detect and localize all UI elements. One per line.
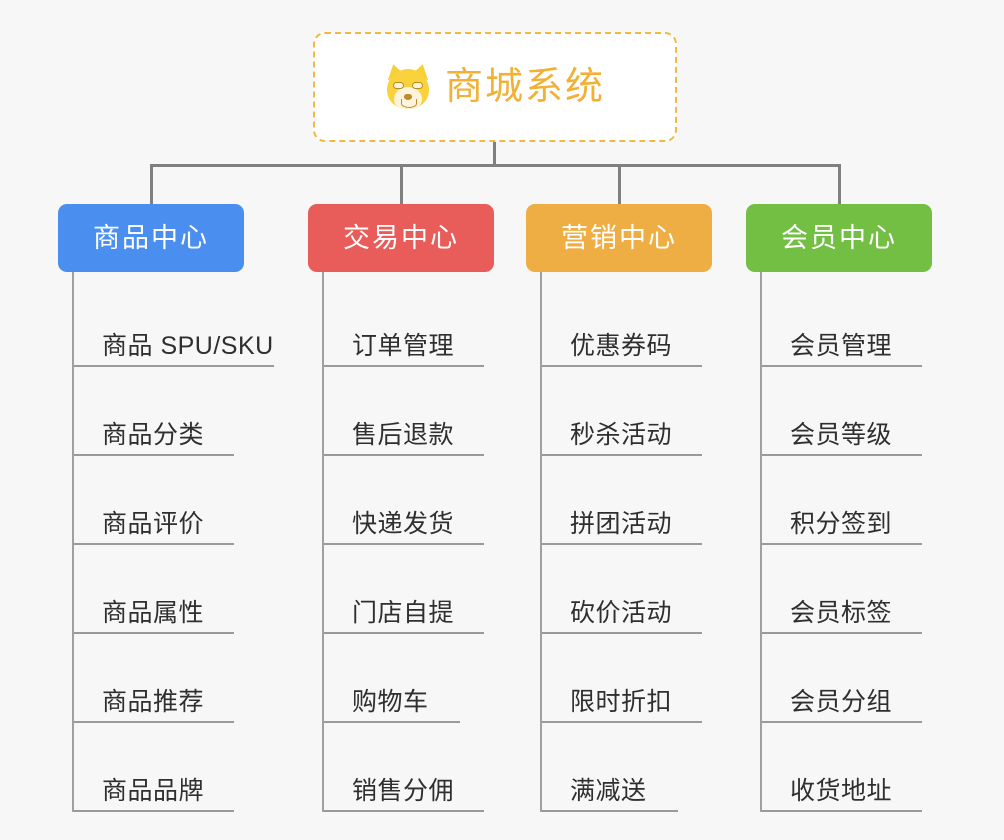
leaf-label: 积分签到 bbox=[790, 510, 893, 539]
leaf-list-0: 商品 SPU/SKU 商品分类 商品评价 商品属性 商品推荐 商品品牌 bbox=[72, 272, 288, 812]
category-title-3: 会员中心 bbox=[781, 222, 897, 253]
list-item[interactable]: 优惠券码 bbox=[542, 278, 702, 367]
leaf-label: 门店自提 bbox=[352, 599, 455, 628]
connector-drop-3 bbox=[838, 164, 841, 204]
connector-drop-1 bbox=[400, 164, 403, 204]
leaf-label: 购物车 bbox=[352, 688, 429, 717]
list-item[interactable]: 商品属性 bbox=[74, 545, 234, 634]
category-card-3[interactable]: 会员中心 bbox=[746, 204, 932, 272]
list-item[interactable]: 商品 SPU/SKU bbox=[74, 278, 274, 367]
shiba-dog-face-icon bbox=[384, 62, 432, 110]
leaf-label: 限时折扣 bbox=[570, 688, 673, 717]
category-card-2[interactable]: 营销中心 bbox=[526, 204, 712, 272]
list-item[interactable]: 积分签到 bbox=[762, 456, 922, 545]
list-item[interactable]: 商品推荐 bbox=[74, 634, 234, 723]
category-title-0: 商品中心 bbox=[93, 222, 209, 253]
category-column-交易中心: 交易中心 订单管理 售后退款 快递发货 门店自提 购物车 bbox=[308, 204, 516, 812]
leaf-label: 商品推荐 bbox=[102, 688, 205, 717]
leaf-list-3: 会员管理 会员等级 积分签到 会员标签 会员分组 收货地址 bbox=[760, 272, 954, 812]
list-item[interactable]: 商品品牌 bbox=[74, 723, 234, 812]
connector-trunk bbox=[493, 142, 496, 166]
category-column-营销中心: 营销中心 优惠券码 秒杀活动 拼团活动 砍价活动 限时折扣 bbox=[526, 204, 734, 812]
category-title-1: 交易中心 bbox=[343, 222, 459, 253]
list-item[interactable]: 限时折扣 bbox=[542, 634, 702, 723]
connector-branch-bar bbox=[150, 164, 841, 167]
list-item[interactable]: 会员管理 bbox=[762, 278, 922, 367]
leaf-label: 拼团活动 bbox=[570, 510, 673, 539]
leaf-label: 会员标签 bbox=[790, 599, 893, 628]
root-title: 商城系统 bbox=[444, 66, 605, 108]
leaf-label: 商品属性 bbox=[102, 599, 205, 628]
leaf-label: 优惠券码 bbox=[570, 332, 673, 361]
category-card-0[interactable]: 商品中心 bbox=[58, 204, 244, 272]
category-column-会员中心: 会员中心 会员管理 会员等级 积分签到 会员标签 会员分组 bbox=[746, 204, 954, 812]
list-item[interactable]: 商品评价 bbox=[74, 456, 234, 545]
list-item[interactable]: 秒杀活动 bbox=[542, 367, 702, 456]
leaf-label: 销售分佣 bbox=[352, 777, 455, 806]
leaf-label: 满减送 bbox=[570, 777, 647, 806]
connector-drop-2 bbox=[618, 164, 621, 204]
list-item[interactable]: 商品分类 bbox=[74, 367, 234, 456]
connector-drop-0 bbox=[150, 164, 153, 204]
category-column-商品中心: 商品中心 商品 SPU/SKU 商品分类 商品评价 商品属性 商品推荐 bbox=[58, 204, 288, 812]
list-item[interactable]: 满减送 bbox=[542, 723, 678, 812]
leaf-label: 商品评价 bbox=[102, 510, 205, 539]
leaf-label: 秒杀活动 bbox=[570, 421, 673, 450]
leaf-label: 快递发货 bbox=[352, 510, 455, 539]
list-item[interactable]: 会员分组 bbox=[762, 634, 922, 723]
list-item[interactable]: 会员标签 bbox=[762, 545, 922, 634]
list-item[interactable]: 拼团活动 bbox=[542, 456, 702, 545]
leaf-list-1: 订单管理 售后退款 快递发货 门店自提 购物车 销售分佣 bbox=[322, 272, 516, 812]
list-item[interactable]: 售后退款 bbox=[324, 367, 484, 456]
list-item[interactable]: 收货地址 bbox=[762, 723, 922, 812]
list-item[interactable]: 门店自提 bbox=[324, 545, 484, 634]
leaf-label: 砍价活动 bbox=[570, 599, 673, 628]
leaf-label: 会员分组 bbox=[790, 688, 893, 717]
leaf-label: 订单管理 bbox=[352, 332, 455, 361]
list-item[interactable]: 砍价活动 bbox=[542, 545, 702, 634]
list-item[interactable]: 订单管理 bbox=[324, 278, 484, 367]
category-title-2: 营销中心 bbox=[561, 222, 677, 253]
category-card-1[interactable]: 交易中心 bbox=[308, 204, 494, 272]
list-item[interactable]: 快递发货 bbox=[324, 456, 484, 545]
leaf-label: 会员等级 bbox=[790, 421, 893, 450]
list-item[interactable]: 购物车 bbox=[324, 634, 460, 723]
leaf-label: 售后退款 bbox=[352, 421, 455, 450]
leaf-label: 收货地址 bbox=[790, 777, 893, 806]
leaf-label: 商品 SPU/SKU bbox=[102, 332, 274, 361]
list-item[interactable]: 销售分佣 bbox=[324, 723, 484, 812]
list-item[interactable]: 会员等级 bbox=[762, 367, 922, 456]
root-node[interactable]: 商城系统 bbox=[313, 32, 677, 142]
leaf-label: 商品品牌 bbox=[102, 777, 205, 806]
leaf-label: 会员管理 bbox=[790, 332, 893, 361]
leaf-list-2: 优惠券码 秒杀活动 拼团活动 砍价活动 限时折扣 满减送 bbox=[540, 272, 734, 812]
leaf-label: 商品分类 bbox=[102, 421, 205, 450]
